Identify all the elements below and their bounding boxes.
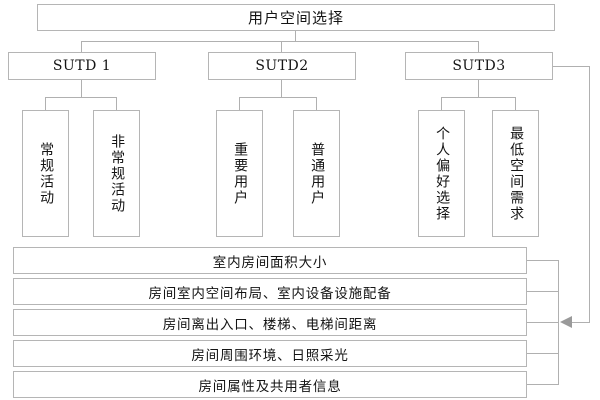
leaf-node-irregular-activity[interactable]: 非常规活动 bbox=[93, 110, 140, 237]
connector-sutd-1-bus bbox=[45, 97, 117, 98]
attribute-row-distance-to-access[interactable]: 房间离出入口、楼梯、电梯间距离 bbox=[13, 309, 527, 336]
connector-attr-stub-1 bbox=[527, 291, 559, 292]
connector-drop-leaf-5 bbox=[441, 97, 442, 110]
connector-drop-leaf-2 bbox=[116, 97, 117, 110]
root-node-user-space-selection[interactable]: 用户空间选择 bbox=[37, 4, 555, 31]
leaf-node-minimum-space-requirement[interactable]: 最低空间需求 bbox=[492, 110, 539, 237]
connector-drop-sutd-1 bbox=[81, 41, 82, 53]
arrow-left-icon bbox=[560, 316, 572, 328]
leaf-node-normal-user[interactable]: 普通用户 bbox=[293, 110, 340, 237]
category-node-sutd-2[interactable]: SUTD2 bbox=[208, 52, 356, 80]
connector-sutd-3-bus bbox=[441, 97, 515, 98]
connector-drop-leaf-6 bbox=[515, 97, 516, 110]
connector-drop-leaf-4 bbox=[316, 97, 317, 110]
connector-attr-stub-2 bbox=[527, 322, 559, 323]
attribute-row-interior-layout[interactable]: 房间室内空间布局、室内设备设施配备 bbox=[13, 278, 527, 305]
attribute-row-surroundings-daylight[interactable]: 房间周围环境、日照采光 bbox=[13, 340, 527, 367]
connector-sutd-2-bus bbox=[239, 97, 317, 98]
connector-attr-stub-3 bbox=[527, 353, 559, 354]
connector-attribute-collector-bus bbox=[558, 260, 559, 385]
connector-root-stem bbox=[295, 31, 296, 42]
connector-sutd-1-stem bbox=[81, 80, 82, 97]
connector-feedback-right bbox=[589, 66, 590, 323]
connector-attr-stub-0 bbox=[527, 260, 559, 261]
leaf-node-regular-activity[interactable]: 常规活动 bbox=[22, 110, 69, 237]
connector-sutd-2-stem bbox=[281, 80, 282, 97]
category-node-sutd-3[interactable]: SUTD3 bbox=[405, 52, 553, 80]
connector-feedback-top bbox=[553, 66, 589, 67]
connector-sutd-3-stem bbox=[478, 80, 479, 97]
connector-drop-leaf-3 bbox=[239, 97, 240, 110]
connector-drop-sutd-2 bbox=[281, 41, 282, 53]
attribute-row-room-properties-sharers[interactable]: 房间属性及共用者信息 bbox=[13, 371, 527, 398]
category-node-sutd-1[interactable]: SUTD 1 bbox=[8, 52, 156, 80]
connector-attr-stub-4 bbox=[527, 384, 559, 385]
attribute-row-room-area[interactable]: 室内房间面积大小 bbox=[13, 247, 527, 274]
connector-drop-sutd-3 bbox=[478, 41, 479, 53]
connector-drop-leaf-1 bbox=[45, 97, 46, 110]
connector-feedback-bottom bbox=[572, 322, 590, 323]
leaf-node-personal-preference[interactable]: 个人偏好选择 bbox=[418, 110, 465, 237]
connector-sutd-bus bbox=[81, 41, 479, 42]
leaf-node-important-user[interactable]: 重要用户 bbox=[216, 110, 263, 237]
